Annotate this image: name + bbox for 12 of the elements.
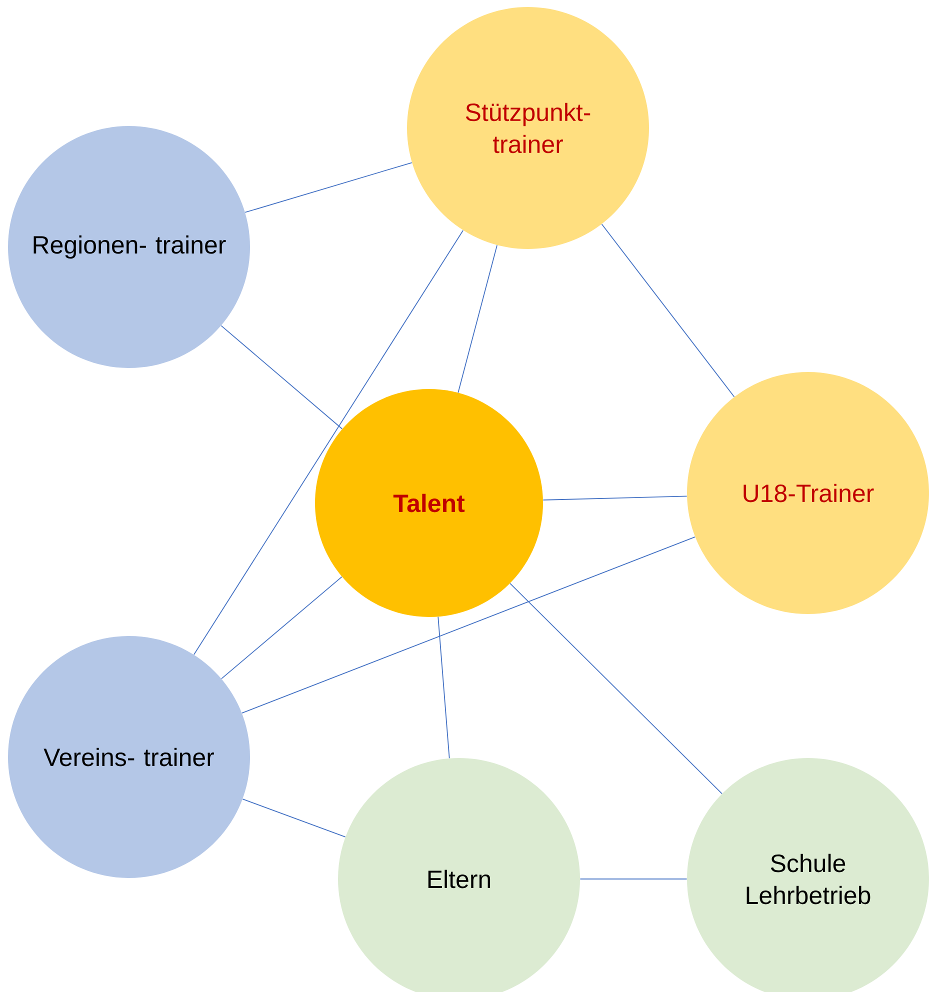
connector-line [438, 616, 450, 759]
connector-line [193, 230, 464, 656]
connector-line [458, 244, 498, 394]
connector-line [221, 576, 342, 680]
connector-line [510, 582, 722, 794]
connector-line [242, 536, 696, 714]
connector-line [244, 162, 412, 213]
connector-line [220, 325, 343, 430]
connector-line [542, 496, 688, 500]
connector-line [580, 878, 688, 880]
connector-line [601, 224, 735, 398]
connector-line [242, 798, 346, 838]
